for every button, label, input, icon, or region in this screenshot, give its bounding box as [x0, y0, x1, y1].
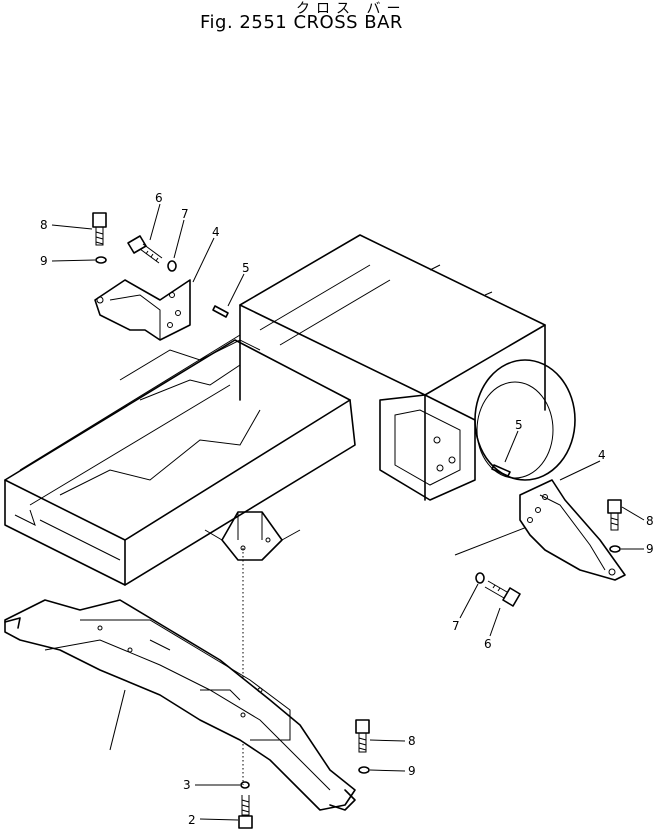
upper-left-pin-5	[212, 305, 229, 318]
right-bolt-8	[607, 499, 622, 531]
callout-5-right: 5	[515, 418, 523, 432]
callout-3-lower: 3	[183, 778, 191, 792]
right-pin-5	[491, 464, 511, 477]
figure-title-kana: クロス バー	[296, 1, 407, 17]
lower-washer-9	[358, 766, 370, 774]
callout-4-upper-left: 4	[212, 225, 220, 239]
figure-header: クロス バー Fig. 2551 CROSS BAR	[0, 0, 658, 40]
lower-bolt-8	[355, 719, 370, 753]
cross-bar-leader	[109, 689, 126, 751]
cross-bar	[4, 599, 356, 811]
callout-4-right: 4	[598, 448, 606, 462]
upper-left-bolt-6	[127, 235, 163, 264]
callout-8-lower: 8	[408, 734, 416, 748]
upper-left-bracket	[94, 279, 191, 341]
right-washer-9	[609, 545, 621, 553]
callout-6-upper-left: 6	[155, 191, 163, 205]
callout-8-right: 8	[646, 514, 654, 528]
callout-2-lower: 2	[188, 813, 196, 827]
callout-9-right: 9	[646, 542, 654, 556]
callout-9-lower: 9	[408, 764, 416, 778]
callout-5-upper-left: 5	[242, 261, 250, 275]
upper-left-washer-9	[95, 256, 107, 264]
right-washer-7	[475, 572, 485, 584]
callout-9-upper-left: 9	[40, 254, 48, 268]
right-bracket	[519, 479, 626, 581]
right-bolt-6	[484, 580, 521, 607]
lower-washer-3	[240, 781, 250, 789]
upper-left-washer-7	[167, 260, 177, 272]
lower-bolt-2	[238, 795, 253, 829]
callout-7-upper-left: 7	[181, 207, 189, 221]
main-frame-assembly	[4, 234, 576, 586]
figure-title: Fig. 2551 CROSS BAR	[200, 12, 403, 33]
callout-8-upper-left: 8	[40, 218, 48, 232]
callout-7-right: 7	[452, 619, 460, 633]
callout-6-right: 6	[484, 637, 492, 651]
callout-leaders	[51, 203, 645, 821]
upper-left-bolt-8	[92, 212, 107, 246]
